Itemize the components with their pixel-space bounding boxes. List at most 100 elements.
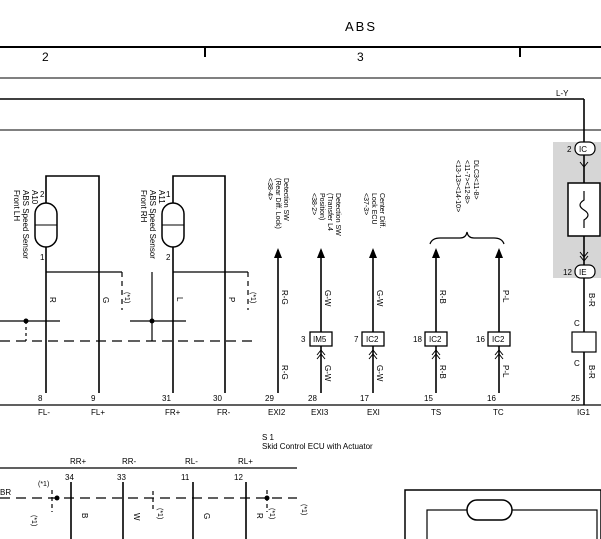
- switch-rear-diff-l2: (Rear Diff. Lock): [274, 178, 281, 229]
- center-diff-ecu-l1: Center Diff.: [378, 193, 385, 228]
- sensor-fr-name: ABS Speed Sensor: [148, 190, 157, 259]
- connector-ic2-tc-pin: 16: [476, 335, 485, 344]
- switch-transfer-l1: Detection SW: [334, 193, 341, 236]
- switch-transfer-l4: <38-2>: [310, 193, 317, 215]
- connector-ic2-exi-pin: 7: [354, 335, 359, 344]
- wire-color-ts-top: R-B: [438, 290, 447, 304]
- wire-color-ig1-bot: B-R: [587, 365, 596, 379]
- wire-star-fr: (*1): [249, 292, 256, 303]
- ecu-pin-number: 31: [162, 394, 171, 403]
- wire-color-exi3-top: G-W: [323, 290, 332, 307]
- wire-color-fr-p: P: [227, 297, 236, 302]
- center-diff-ecu-l3: <37-3>: [362, 193, 369, 215]
- connector-ic2-tc: [487, 331, 511, 347]
- connector-im5: [309, 331, 333, 347]
- arrow-down-icon: [579, 161, 589, 168]
- connector-ie-pin: 12: [563, 268, 572, 277]
- ecu-pin-name: EXI: [367, 408, 380, 417]
- ecu-pin-number: 17: [360, 394, 369, 403]
- junction-dot: [264, 495, 270, 501]
- wire-color-ts-bot: R-B: [438, 365, 447, 379]
- rear-star-1: (*1): [38, 481, 49, 488]
- dlc3-brace: [429, 231, 505, 245]
- wire-color-fl-g: G: [101, 297, 110, 303]
- component-box-inner: [426, 509, 598, 539]
- ecu-pin-number: 25: [571, 394, 580, 403]
- connector-ic-pin: 2: [567, 145, 572, 154]
- rear-wire-b: B: [80, 513, 89, 518]
- dlc3-label-l2: <11-7><12-8>: [463, 160, 470, 204]
- connector-ic-label: IC: [579, 145, 587, 154]
- switch-rear-diff-l1: Detection SW: [282, 178, 289, 221]
- ecu-pin-number: 8: [38, 394, 43, 403]
- rear-star-5: (*1): [300, 504, 307, 515]
- rear-wire-r: R: [255, 513, 264, 519]
- connector-ic2-ts: [424, 331, 448, 347]
- dlc3-label-l1: DLC3<11-8>: [472, 160, 479, 200]
- wire-color-tc-top: P-L: [501, 290, 510, 303]
- signal-wires: [277, 250, 500, 393]
- dlc3-label-l3: <13-13><14-10>: [454, 160, 461, 212]
- ecu-pin-name: TC: [493, 408, 504, 417]
- ecu-pin-number: 30: [213, 394, 222, 403]
- switch-transfer-l2: (Transfer L4: [326, 193, 333, 231]
- sensor-fr-code: A11: [157, 190, 166, 204]
- connector-ic2-tc-label: IC2: [492, 335, 505, 344]
- wire-color-exi-top: G-W: [375, 290, 384, 307]
- connector-im5-label: IM5: [313, 335, 327, 344]
- sensor-fl-pin-top: 2: [40, 190, 45, 199]
- ecu-pin-name: FL+: [91, 408, 105, 417]
- ecu-pins: 8 FL- 9 FL+ 31 FR+ 30 FR- 29 EXI2 28 EXI…: [38, 394, 590, 417]
- arrow-down-icon: [579, 251, 589, 262]
- connector-ic2-ts-label: IC2: [429, 335, 442, 344]
- sensor-capsule: [466, 499, 513, 521]
- connector-im5-pin: 3: [301, 335, 306, 344]
- ecu-name: Skid Control ECU with Actuator: [262, 442, 373, 451]
- sensor-front-rh: [130, 175, 258, 393]
- sensor-fl-loc: Front LH: [12, 190, 21, 221]
- switch-rear-diff-l3: <38-4>: [266, 178, 273, 200]
- page-title: ABS: [345, 19, 377, 34]
- ecu-id: S 1: [262, 433, 275, 442]
- sensor-fr-pin-bottom: 2: [166, 253, 171, 262]
- rear-pin-34: 34: [65, 473, 74, 482]
- rear-wire-w: W: [132, 513, 141, 521]
- sensor-front-lh: [0, 175, 130, 393]
- rear-pin-33: 33: [117, 473, 126, 482]
- rear-wire-g: G: [202, 513, 211, 519]
- rear-pin-12: 12: [234, 473, 243, 482]
- ecu-pin-number: 28: [308, 394, 317, 403]
- rear-left-wire-br: BR: [0, 488, 11, 497]
- ecu-pin-name: EXI2: [268, 408, 286, 417]
- switch-transfer-l3: Position): [318, 193, 325, 220]
- ecu-pin-name: IG1: [577, 408, 590, 417]
- ecu-pin-name: FL-: [38, 408, 50, 417]
- double-chevron-up-icons: [316, 349, 504, 360]
- wire-color-l-y: L-Y: [556, 89, 569, 98]
- center-diff-ecu-l2: Lock ECU: [370, 193, 377, 225]
- rear-star-3: (*1): [156, 508, 163, 519]
- sensor-fr-pin-top: 1: [166, 190, 171, 199]
- connector-ic2-exi: [361, 331, 385, 347]
- connector-ie: [574, 264, 596, 279]
- wire-color-ig1-top: B-R: [587, 293, 596, 307]
- rear-star-2: (*1): [30, 515, 37, 526]
- wire-color-exi2-bot: R-G: [280, 365, 289, 380]
- sensor-fl-code: A10: [30, 190, 39, 205]
- wire-color-exi2-top: R-G: [280, 290, 289, 305]
- rear-label-rl-minus: RL-: [185, 457, 198, 466]
- ecu-pin-name: FR-: [217, 408, 231, 417]
- connector-ic2-exi-label: IC2: [366, 335, 379, 344]
- wire-color-fr-l: L: [175, 297, 184, 302]
- sensor-fr-loc: Front RH: [139, 190, 148, 223]
- wire-color-exi-bot: G-W: [375, 365, 384, 382]
- ecu-pin-number: 16: [487, 394, 496, 403]
- connector-ic2-ts-pin: 18: [413, 335, 422, 344]
- wire-color-fl-r: R: [48, 297, 57, 303]
- wire-color-exi3-bot: G-W: [323, 365, 332, 382]
- component-box-outer: [404, 489, 601, 539]
- sensor-fl-pin-bottom: 1: [40, 253, 45, 262]
- connector-ic: [574, 141, 596, 156]
- column-number-3: 3: [357, 50, 364, 64]
